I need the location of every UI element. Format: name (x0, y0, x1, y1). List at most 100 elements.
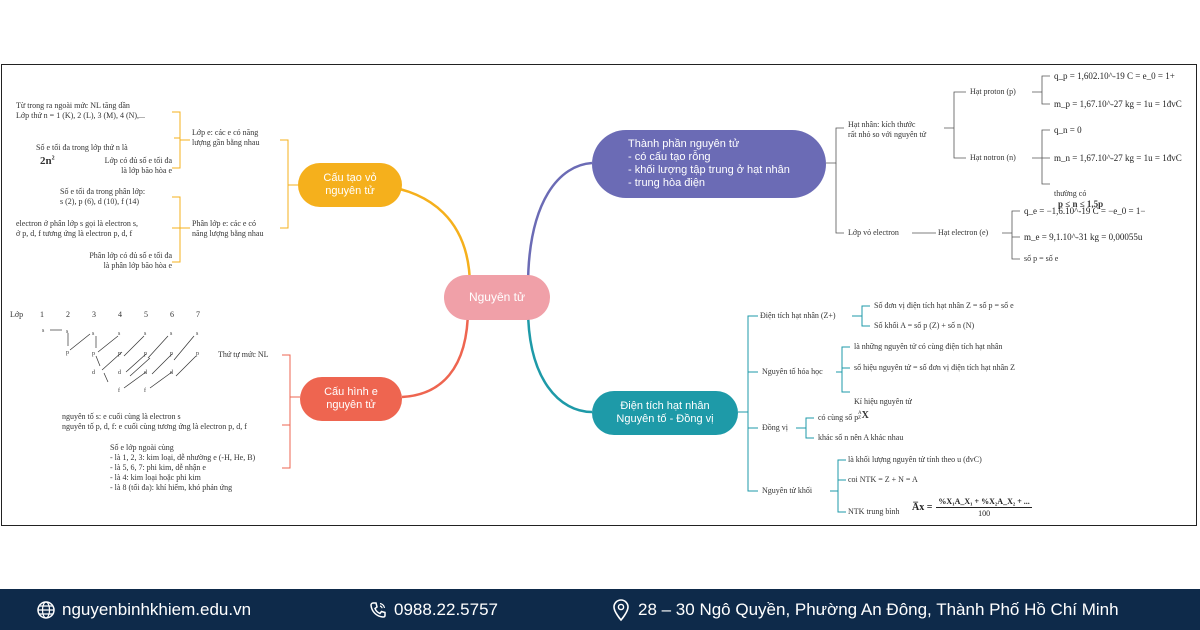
cau-tao-lop-formula: 2n2 (40, 154, 55, 167)
aufbau-lop-label: Lớp (10, 310, 24, 319)
footer-bar: nguyenbinhkhiem.edu.vn 0988.22.5757 28 –… (0, 589, 1200, 630)
aufbau-lop-2: 2 (66, 310, 70, 319)
svg-text:s: s (92, 331, 95, 337)
ntk-formula-denominator: 100 (978, 509, 991, 518)
dong-vi-item-2: khác số n nên A khác nhau (818, 433, 904, 442)
dien-tich-dong-vi: Đồng vị (762, 423, 788, 432)
footer-phone-text: 0988.22.5757 (394, 599, 498, 619)
svg-text:d: d (118, 370, 121, 376)
dien-tich-lines (738, 305, 870, 513)
svg-text:f: f (144, 387, 146, 394)
aufbau-arrows (50, 329, 197, 389)
proton-mass: m_p = 1,67.10^-27 kg = 1u = 1đvC (1054, 99, 1182, 109)
connector-dien-tich (526, 307, 593, 414)
footer-address-text: 28 – 30 Ngô Quyền, Phường An Đông, Thành… (638, 599, 1119, 619)
thanh-phan-hat-nhan: Hạt nhân: kích thước rất nhỏ so với nguy… (848, 120, 927, 139)
ntk-formula-numerator: %X₁A_X₁ + %X₂A_X₂ + ... (936, 497, 1032, 508)
aufbau-lop-7: 7 (196, 310, 200, 319)
thanh-phan-electron: Hạt electron (e) (938, 228, 989, 237)
thuong-co: thường có p ≤ n ≤ 1,5p (1054, 179, 1103, 210)
thanh-phan-lines (826, 75, 1050, 260)
cau-tao-lop: Lớp e: các e có năng lượng gần bằng nhau (192, 128, 260, 147)
thanh-phan-notron: Hạt notron (n) (970, 153, 1016, 162)
aufbau-lop-4: 4 (118, 310, 122, 319)
svg-text:d: d (170, 370, 173, 376)
cau-tao-phan-lop-item-2: electron ở phân lớp s gọi là electron s,… (16, 219, 138, 238)
center-node: Nguyên tử (444, 275, 550, 320)
svg-text:s: s (144, 331, 147, 337)
connector-thanh-phan (526, 161, 593, 288)
cau-tao-lines (172, 111, 298, 263)
svg-text:d: d (92, 370, 95, 376)
ntk-item-1: là khối lượng nguyên tử tính theo u (đvC… (848, 455, 982, 464)
svg-text:f: f (118, 387, 120, 394)
cau-hinh-thu-tu: Thứ tự mức NL (218, 350, 269, 359)
cau-hinh-nguyen-to: nguyên tố s: e cuối cùng là electron s n… (62, 412, 247, 431)
svg-text:s: s (66, 329, 69, 335)
notron-charge: q_n = 0 (1054, 125, 1082, 135)
mindmap-frame (1, 64, 1197, 526)
nthh-item-1: là những nguyên tử có cùng điện tích hạt… (854, 342, 1003, 351)
svg-text:p: p (92, 351, 95, 357)
ntk-formula-fraction: %X₁A_X₁ + %X₂A_X₂ + ... 100 (936, 497, 1032, 518)
cau-tao-lop-item-2-text: Số e tối đa trong lớp thứ n là (36, 143, 128, 152)
cau-hinh-lop-ngoai: Số e lớp ngoài cùng - là 1, 2, 3: kim lo… (110, 443, 256, 492)
aufbau-lop-5: 5 (144, 310, 148, 319)
svg-text:p: p (196, 351, 199, 357)
nthh-item-3-text: Kí hiệu nguyên tử (854, 397, 912, 406)
so-p-so-e: số p = số e (1024, 254, 1059, 263)
dien-tich-ntk: Nguyên tử khối (762, 486, 813, 495)
electron-charge: q_e = −1,6.10^-19 C = −e_0 = 1− (1024, 206, 1146, 216)
branch-thanh-phan: Thành phần nguyên tử - có cấu tạo rỗng -… (592, 130, 826, 198)
svg-text:p: p (170, 351, 173, 357)
svg-text:s: s (196, 331, 199, 337)
aufbau-lop-3: 3 (92, 310, 96, 319)
cau-tao-phan-lop-item-1: Số e tối đa trong phân lớp: s (2), p (6)… (60, 187, 146, 206)
branch-cau-tao: Cấu tạo vỏ nguyên tử (298, 163, 402, 207)
cau-tao-lop-item-1: Từ trong ra ngoài mức NL tăng dần Lớp th… (16, 101, 146, 120)
proton-charge: q_p = 1,602.10^-19 C = e_0 = 1+ (1054, 71, 1175, 81)
location-pin-icon (613, 598, 629, 621)
thuong-co-text: thường có (1054, 189, 1087, 198)
svg-text:p: p (118, 351, 121, 357)
dien-tich-dthn: Điện tích hạt nhân (Z+) (760, 311, 836, 320)
cau-tao-lop-item-3: Lớp có đủ số e tối đa là lớp bão hòa e (104, 156, 172, 175)
phone-icon (370, 601, 386, 618)
dien-tich-nthh: Nguyên tố hóa học (762, 367, 823, 376)
svg-text:s: s (170, 331, 173, 337)
ntk-item-3: NTK trung bình (848, 507, 900, 516)
footer-address[interactable]: 28 – 30 Ngô Quyền, Phường An Đông, Thành… (610, 589, 1119, 630)
dthn-item-2: Số khối A = số p (Z) + số n (N) (874, 321, 975, 330)
aufbau-lop-6: 6 (170, 310, 174, 319)
thuong-co-formula: p ≤ n ≤ 1,5p (1058, 199, 1104, 209)
branch-cau-hinh: Cấu hình e nguyên tử (300, 377, 402, 421)
thanh-phan-vo: Lớp vỏ electron (848, 228, 899, 237)
notron-mass: m_n = 1,67.10^-27 kg = 1u = 1đvC (1054, 153, 1182, 163)
footer-phone[interactable]: 0988.22.5757 (368, 589, 498, 630)
ntk-formula-lhs: A̅x = (912, 502, 933, 513)
branch-dien-tich: Điện tích hạt nhân Nguyên tố - Đồng vị (592, 391, 738, 435)
electron-mass: m_e = 9,1.10^-31 kg = 0,00055u (1024, 232, 1143, 242)
nthh-item-2: số hiệu nguyên tử = số đơn vị điện tích … (854, 363, 1016, 372)
dong-vi-item-1: có cùng số p (818, 413, 859, 422)
svg-text:p: p (66, 350, 69, 356)
cau-tao-phan-lop: Phân lớp e: các e có năng lượng bằng nha… (192, 219, 264, 238)
thanh-phan-proton: Hạt proton (p) (970, 87, 1016, 96)
connector-cau-hinh (401, 307, 470, 399)
cau-tao-lop-item-2: Số e tối đa trong lớp thứ n là 2n2 (36, 133, 176, 167)
footer-website-text: nguyenbinhkhiem.edu.vn (62, 599, 252, 619)
cau-tao-phan-lop-item-3: Phân lớp có đủ số e tối đa là phân lớp b… (89, 251, 172, 270)
ntk-item-2: coi NTK = Z + N = A (848, 475, 918, 484)
svg-text:d: d (144, 370, 147, 376)
svg-text:s: s (118, 331, 121, 337)
svg-text:s: s (42, 328, 45, 334)
globe-icon (37, 600, 55, 619)
ntk-formula: A̅x = %X₁A_X₁ + %X₂A_X₂ + ... 100 (912, 497, 1032, 518)
footer-website[interactable]: nguyenbinhkhiem.edu.vn (36, 589, 251, 630)
aufbau-lop-1: 1 (40, 310, 44, 319)
cau-hinh-lines (282, 354, 300, 469)
dthn-item-1: Số đơn vị điện tích hạt nhân Z = số p = … (874, 301, 1014, 310)
